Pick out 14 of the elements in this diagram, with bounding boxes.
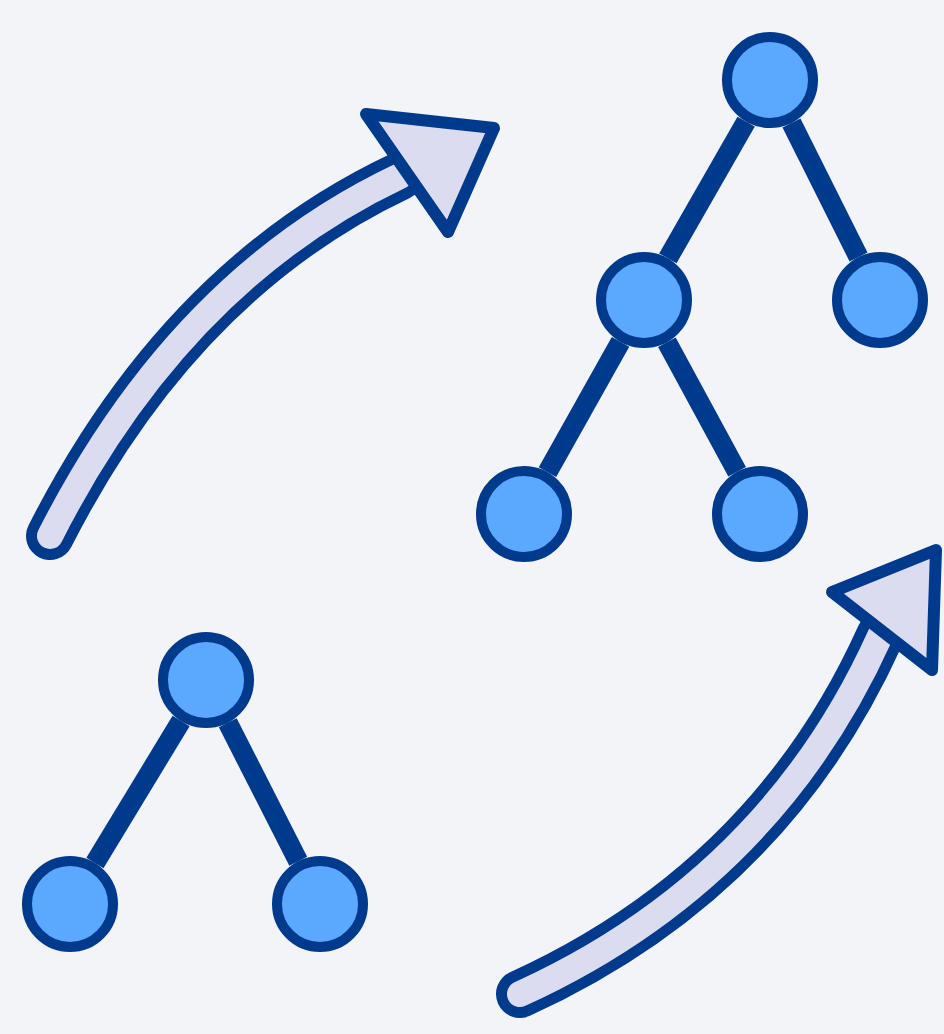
connector-line [782,118,868,262]
connector-line [538,336,630,478]
tree-node-circle [158,632,254,728]
tree-node-circle [722,32,818,128]
tree-node-circle [272,856,368,952]
connector-line [659,116,755,264]
connector-line [86,715,190,869]
tree-node-circle [596,252,692,348]
tree-node-circle [832,252,928,348]
tree-node-circle [712,466,808,562]
connector-line [658,337,746,477]
tree-node-circle [22,856,118,952]
tree-node-circle [476,466,572,562]
connector-line [218,718,308,866]
